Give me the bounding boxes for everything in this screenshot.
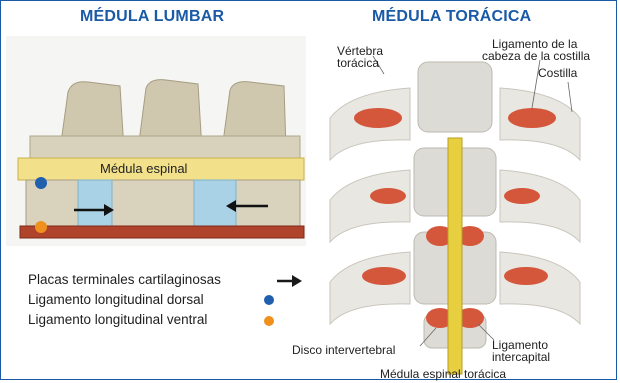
ventral-ligament-dot: [35, 221, 47, 233]
lumbar-disc-1: [78, 180, 112, 226]
rib-right-3: [500, 252, 580, 324]
legend-arrow-marker: [277, 275, 302, 287]
legend-dot-dorsal: [264, 295, 274, 305]
legend-ventral-ligament: Ligamento longitudinal ventral: [28, 312, 207, 327]
ventral-ligament-band: [20, 226, 304, 238]
thoracic-title: MÉDULA TORÁCICA: [372, 8, 531, 26]
vertebral-body-3: [236, 180, 300, 226]
rib-left-3: [330, 252, 410, 324]
lumbar-title: MÉDULA LUMBAR: [80, 8, 224, 26]
lumbar-panel: [6, 36, 306, 246]
rib-head-ligament-left-1: [354, 108, 402, 128]
legend-endplates: Placas terminales cartilaginosas: [28, 272, 221, 287]
vertebral-body-2: [112, 180, 194, 226]
vertebral-arches: [30, 136, 300, 158]
dorsal-ligament-dot: [35, 177, 47, 189]
rib-head-ligament-left-3: [362, 267, 406, 285]
rib-head-ligament-label-line2: cabeza de la costilla: [482, 50, 590, 62]
rib-head-ligament-right-1: [508, 108, 556, 128]
rib-left-2: [330, 170, 410, 242]
legend-dot-ventral: [264, 316, 274, 326]
vertebra-label-line2: torácica: [337, 57, 379, 69]
lumbar-disc-2: [194, 180, 236, 226]
legend-dorsal-ligament: Ligamento longitudinal dorsal: [28, 292, 204, 307]
intercapital-label-line2: intercapital: [492, 351, 550, 363]
intervertebral-disc-label: Disco intervertebral: [292, 344, 395, 356]
thoracic-spinal-cord-label: Médula espinal torácica: [380, 368, 506, 380]
thoracic-vertebra-1: [418, 62, 492, 132]
rib-head-ligament-right-3: [504, 267, 548, 285]
vertebral-body-1: [26, 180, 78, 226]
rib-right-2: [500, 170, 580, 242]
rib-head-ligament-right-2: [504, 188, 540, 204]
rib-label: Costilla: [538, 67, 577, 79]
lumbar-spinal-cord-label: Médula espinal: [100, 163, 187, 175]
rib-head-ligament-left-2: [370, 188, 406, 204]
thoracic-panel: [330, 56, 580, 374]
thoracic-spinal-cord: [448, 138, 462, 374]
